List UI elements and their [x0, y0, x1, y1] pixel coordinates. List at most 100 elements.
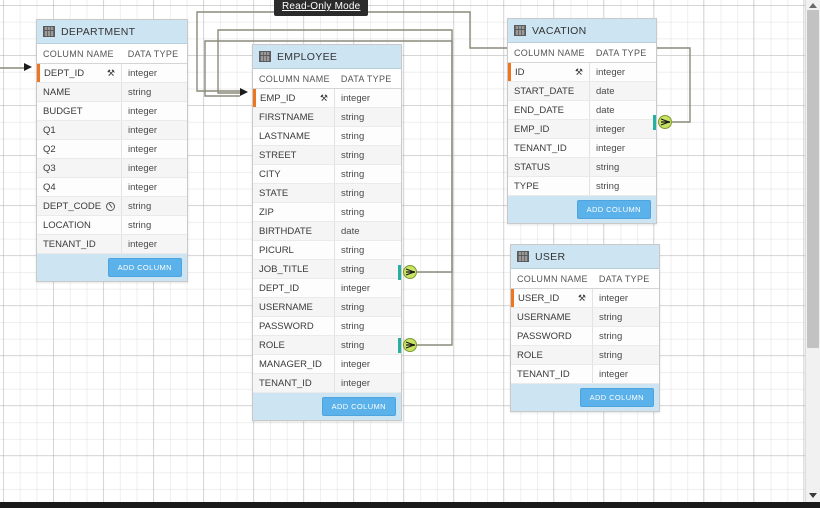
column-name-label: END_DATE [514, 104, 564, 116]
column-name-label: START_DATE [514, 85, 575, 97]
table-row[interactable]: BUDGET integer [37, 102, 187, 121]
data-type-cell: integer [341, 92, 371, 104]
column-name-label: BIRTHDATE [259, 225, 312, 237]
column-name-label: USER_ID [518, 292, 560, 304]
primary-key-icon: ⚒ [574, 66, 583, 77]
primary-key-icon: ⚒ [106, 67, 115, 78]
column-name-label: FIRSTNAME [259, 111, 314, 123]
add-column-button-user[interactable]: ADD COLUMN [579, 388, 654, 407]
column-header-name: COLUMN NAME [43, 48, 114, 59]
column-name-label: PICURL [259, 244, 294, 256]
entity-department-header[interactable]: DEPARTMENT [37, 20, 187, 44]
data-type-cell: string [341, 187, 365, 199]
table-row[interactable]: EMP_ID⚒integer [253, 89, 401, 108]
column-name-label: STREET [259, 149, 297, 161]
table-row[interactable]: PICURL string [253, 241, 401, 260]
column-name-cell: USERNAME [253, 298, 335, 316]
column-name-label: DEPT_CODE [43, 200, 102, 212]
entity-department-title: DEPARTMENT [61, 25, 136, 38]
data-type-cell: string [128, 219, 152, 231]
endpoint-bar [398, 265, 401, 280]
arrow-into-department-deptid [24, 63, 32, 71]
column-header-row: COLUMN NAME DATA TYPE [511, 269, 659, 289]
table-icon [43, 26, 55, 37]
vertical-scrollbar[interactable] [805, 0, 820, 502]
data-type-cell: integer [128, 143, 158, 155]
column-name-label: BUDGET [43, 105, 83, 117]
index-key-icon [106, 201, 115, 211]
column-name-cell: STREET [253, 146, 335, 164]
vertical-scrollbar-thumb[interactable] [807, 10, 819, 348]
table-row[interactable]: ID⚒integer [508, 63, 656, 82]
scroll-down-arrow-icon[interactable] [809, 493, 817, 498]
read-only-mode-badge: Read-Only Mode [274, 0, 369, 16]
entity-vacation[interactable]: VACATION COLUMN NAME DATA TYPE ID⚒intege… [507, 18, 657, 224]
scroll-up-arrow-icon[interactable] [809, 3, 817, 8]
entity-department[interactable]: DEPARTMENT COLUMN NAME DATA TYPE DEPT_ID… [36, 19, 188, 282]
data-type-cell: integer [128, 105, 158, 117]
column-name-label: LASTNAME [259, 130, 311, 142]
add-column-button-vacation[interactable]: ADD COLUMN [576, 200, 651, 219]
crows-foot-icon [405, 268, 415, 276]
table-row[interactable]: DEPT_ID⚒integer [37, 64, 187, 83]
column-name-label: ROLE [517, 349, 543, 361]
table-row[interactable]: USER_ID⚒integer [511, 289, 659, 308]
entity-employee-footer: ADD COLUMN [253, 393, 401, 420]
entity-employee-header[interactable]: EMPLOYEE [253, 45, 401, 69]
add-column-button-department[interactable]: ADD COLUMN [107, 258, 182, 277]
column-name-label: PASSWORD [259, 320, 314, 332]
column-name-cell: MANAGER_ID [253, 355, 335, 373]
column-header-type: DATA TYPE [340, 73, 392, 84]
column-name-cell: ROLE [511, 346, 593, 364]
bottom-bar [0, 502, 820, 508]
add-column-button-employee[interactable]: ADD COLUMN [321, 397, 396, 416]
data-type-cell: integer [599, 292, 629, 304]
entity-employee[interactable]: EMPLOYEE COLUMN NAME DATA TYPE EMP_ID⚒in… [252, 44, 402, 421]
column-name-cell: ROLE [253, 336, 335, 354]
data-type-cell: date [341, 225, 360, 237]
column-name-cell: CITY [253, 165, 335, 183]
data-type-cell: string [341, 244, 365, 256]
table-row[interactable]: BIRTHDATE date [253, 222, 401, 241]
column-name-cell: TENANT_ID [37, 235, 122, 253]
entity-vacation-header[interactable]: VACATION [508, 19, 656, 43]
data-type-cell: string [599, 311, 623, 323]
column-name-cell: TENANT_ID [253, 374, 335, 392]
entity-user-header[interactable]: USER [511, 245, 659, 269]
column-name-label: STATUS [514, 161, 551, 173]
entity-user[interactable]: USER COLUMN NAME DATA TYPE USER_ID⚒integ… [510, 244, 660, 412]
